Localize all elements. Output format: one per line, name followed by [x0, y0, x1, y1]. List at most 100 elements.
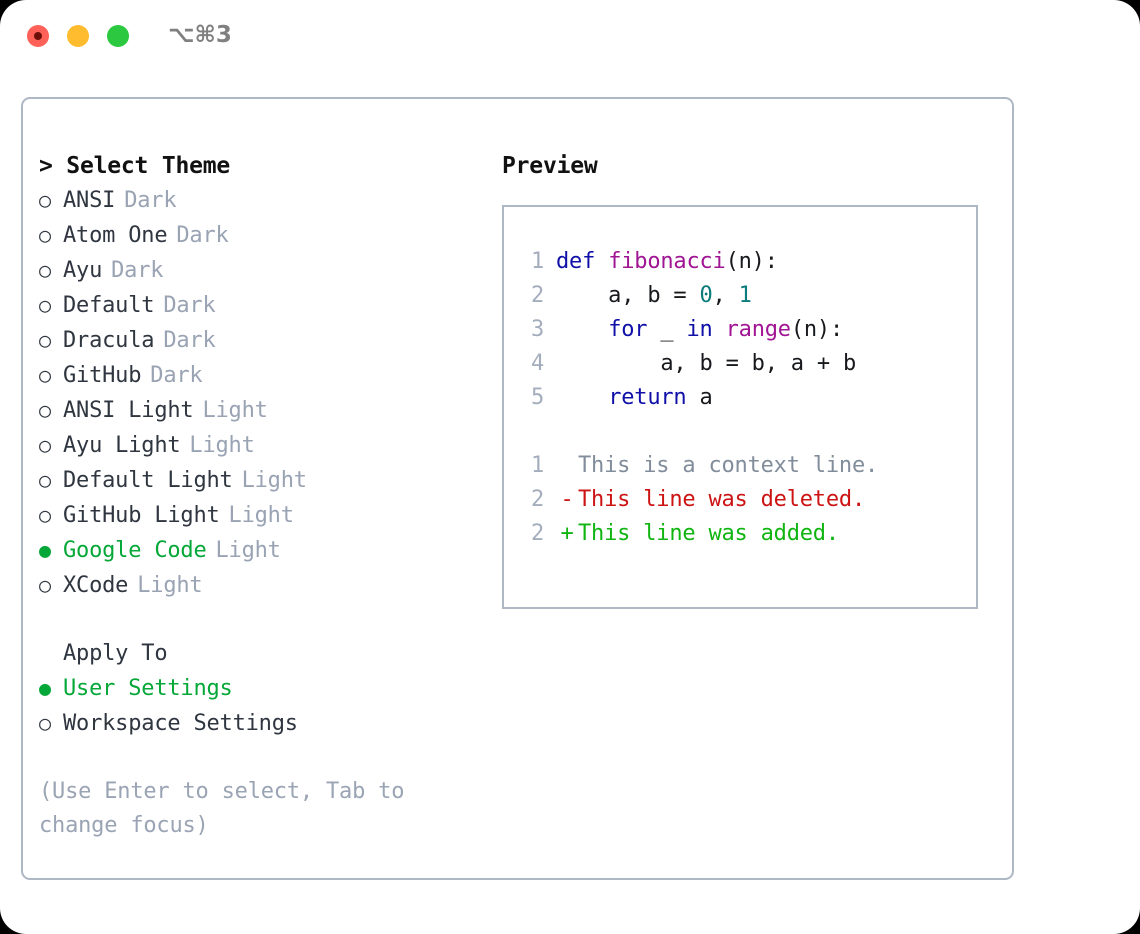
theme-option-label: ANSI — [63, 188, 116, 213]
code-token-kw: in — [686, 317, 713, 342]
theme-option-label: Default — [63, 293, 155, 318]
radio-selected-icon: ● — [39, 538, 51, 562]
theme-option-label: Ayu Light — [63, 433, 181, 458]
theme-option-ansi[interactable]: ○ ANSI Dark — [39, 183, 499, 218]
diff-marker — [556, 449, 578, 483]
code-text: a, b = b, a + b — [556, 347, 856, 381]
radio-unselected-icon: ○ — [39, 433, 51, 457]
theme-option-dracula[interactable]: ○ Dracula Dark — [39, 323, 499, 358]
code-token-pl: a — [686, 385, 713, 410]
theme-variant-badge: Light — [189, 433, 255, 458]
theme-variant-badge: Light — [202, 398, 268, 423]
traffic-light-buttons — [27, 25, 129, 47]
theme-option-label: Google Code — [63, 538, 207, 563]
line-number: 2 — [530, 521, 544, 546]
line-number: 4 — [530, 351, 544, 376]
theme-variant-badge: Dark — [163, 293, 216, 318]
apply-to-list: ●User Settings○Workspace Settings — [39, 671, 499, 741]
code-line: 1 def fibonacci(n): — [514, 245, 976, 279]
code-token-pl: (n): — [790, 317, 844, 342]
theme-option-google-code[interactable]: ● Google Code Light — [39, 533, 499, 568]
radio-unselected-icon: ○ — [39, 188, 51, 212]
minimize-window-button[interactable] — [67, 25, 89, 47]
theme-option-label: ANSI Light — [63, 398, 194, 423]
radio-selected-icon: ● — [39, 676, 51, 700]
diff-line-add: 2 +This line was added. — [514, 517, 976, 551]
theme-list-heading: > Select Theme — [39, 153, 231, 179]
theme-variant-badge: Dark — [163, 328, 216, 353]
theme-variant-badge: Dark — [124, 188, 177, 213]
theme-option-default[interactable]: ○ Default Dark — [39, 288, 499, 323]
apply-to-option-workspace-settings[interactable]: ○Workspace Settings — [39, 706, 499, 741]
section-spacer — [39, 603, 499, 637]
radio-unselected-icon: ○ — [39, 573, 51, 597]
code-token-pl: a, b = — [556, 283, 700, 308]
apply-to-option-label: Workspace Settings — [63, 711, 298, 736]
keyboard-hint-text: (Use Enter to select, Tab to change focu… — [39, 779, 405, 838]
theme-variant-badge: Light — [215, 538, 281, 563]
theme-variant-badge: Light — [228, 503, 294, 528]
theme-option-label: XCode — [63, 573, 129, 598]
line-number: 1 — [530, 249, 544, 274]
code-text: a, b = 0, 1 — [556, 279, 752, 313]
theme-variant-badge: Light — [137, 573, 203, 598]
diff-text: This line was added. — [578, 521, 839, 546]
theme-option-xcode[interactable]: ○ XCode Light — [39, 568, 499, 603]
code-text: def fibonacci(n): — [556, 245, 778, 279]
apply-to-option-user-settings[interactable]: ●User Settings — [39, 671, 499, 706]
diff-marker: + — [560, 521, 574, 546]
code-token-pl — [713, 317, 726, 342]
theme-variant-badge: Dark — [111, 258, 164, 283]
code-token-kw: def — [556, 249, 609, 274]
radio-unselected-icon: ○ — [39, 468, 51, 492]
diff-marker: - — [560, 487, 574, 512]
code-text: for _ in range(n): — [556, 313, 843, 347]
code-line: 3 for _ in range(n): — [514, 313, 976, 347]
code-text: return a — [556, 381, 713, 415]
radio-unselected-icon: ○ — [39, 328, 51, 352]
line-number: 5 — [530, 385, 544, 410]
radio-unselected-icon: ○ — [39, 503, 51, 527]
code-line: 5 return a — [514, 381, 976, 415]
theme-variant-badge: Dark — [150, 363, 203, 388]
radio-unselected-icon: ○ — [39, 223, 51, 247]
theme-option-label: Ayu — [63, 258, 103, 283]
code-line: 2 a, b = 0, 1 — [514, 279, 976, 313]
close-window-button[interactable] — [27, 25, 49, 47]
code-token-num: 1 — [738, 283, 752, 308]
theme-option-ayu[interactable]: ○ Ayu Dark — [39, 253, 499, 288]
radio-unselected-icon: ○ — [39, 258, 51, 282]
line-number: 1 — [530, 453, 544, 478]
theme-option-label: GitHub — [63, 363, 142, 388]
diff-sample: 1 This is a context line.2-This line was… — [514, 449, 976, 551]
code-token-pl: (n): — [725, 249, 778, 274]
radio-unselected-icon: ○ — [39, 293, 51, 317]
code-token-pl: _ — [647, 317, 687, 342]
code-token-num: 0 — [699, 283, 713, 308]
theme-option-label: Dracula — [63, 328, 155, 353]
code-token-pl: a, b = b, a + b — [556, 351, 857, 376]
theme-variant-badge: Dark — [176, 223, 229, 248]
code-line: 4 a, b = b, a + b — [514, 347, 976, 381]
title-bar: ⌥⌘3 — [0, 0, 1140, 78]
diff-text: This line was deleted. — [578, 487, 865, 512]
keyboard-shortcut-label: ⌥⌘3 — [168, 22, 232, 48]
code-token-pl: , — [712, 283, 739, 308]
line-number: 3 — [530, 317, 544, 342]
diff-line-ctx: 1 This is a context line. — [514, 449, 976, 483]
maximize-window-button[interactable] — [107, 25, 129, 47]
code-token-fn: fibonacci — [608, 249, 726, 274]
theme-option-ayu-light[interactable]: ○ Ayu Light Light — [39, 428, 499, 463]
diff-line-del: 2-This line was deleted. — [514, 483, 976, 517]
